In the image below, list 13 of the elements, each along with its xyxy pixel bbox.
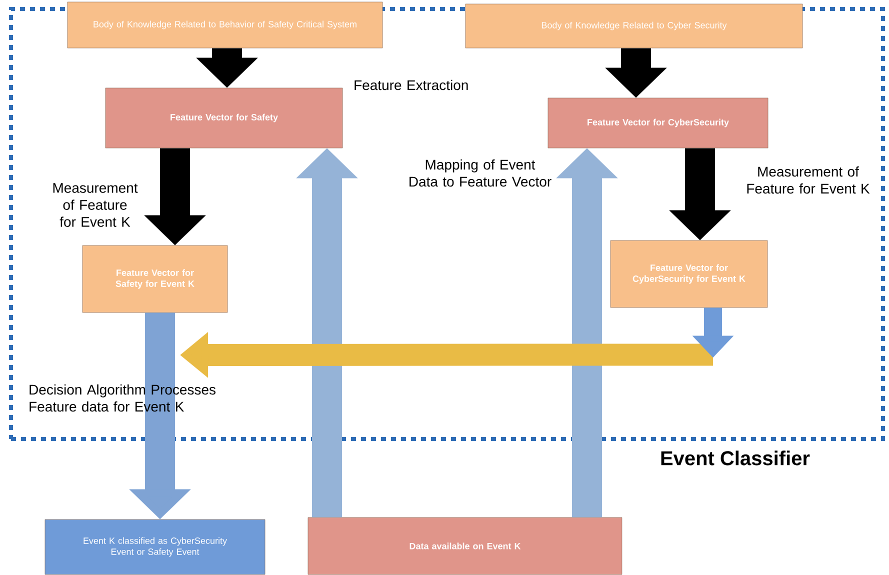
process-box: Feature Vector for CyberSecurity for Event K (610, 240, 768, 308)
process-box: Feature Vector for Safety (105, 88, 343, 148)
edge-label: Measurement of Feature for Event K (53, 183, 138, 227)
process-box: Feature Vector for Safety for Event K (82, 245, 228, 313)
process-box: Event K classified as CyberSecurity Event or Safety Event (44, 519, 266, 575)
process-box: Body of Knowledge Related to Cyber Security (465, 4, 803, 48)
annotation-text: Mapping of Event Data to Feature Vector (410, 159, 552, 187)
process-box: Data available on Event K (308, 517, 622, 575)
annotation-text: Feature Extraction (354, 80, 468, 90)
process-box: Feature Vector for CyberSecurity (548, 98, 768, 148)
frame-title: Event Classifier (661, 450, 810, 466)
process-box: Body of Knowledge Related to Behavior of Safety Critical System (67, 2, 383, 48)
edge-label: Measurement of Feature for Event K (747, 166, 870, 194)
